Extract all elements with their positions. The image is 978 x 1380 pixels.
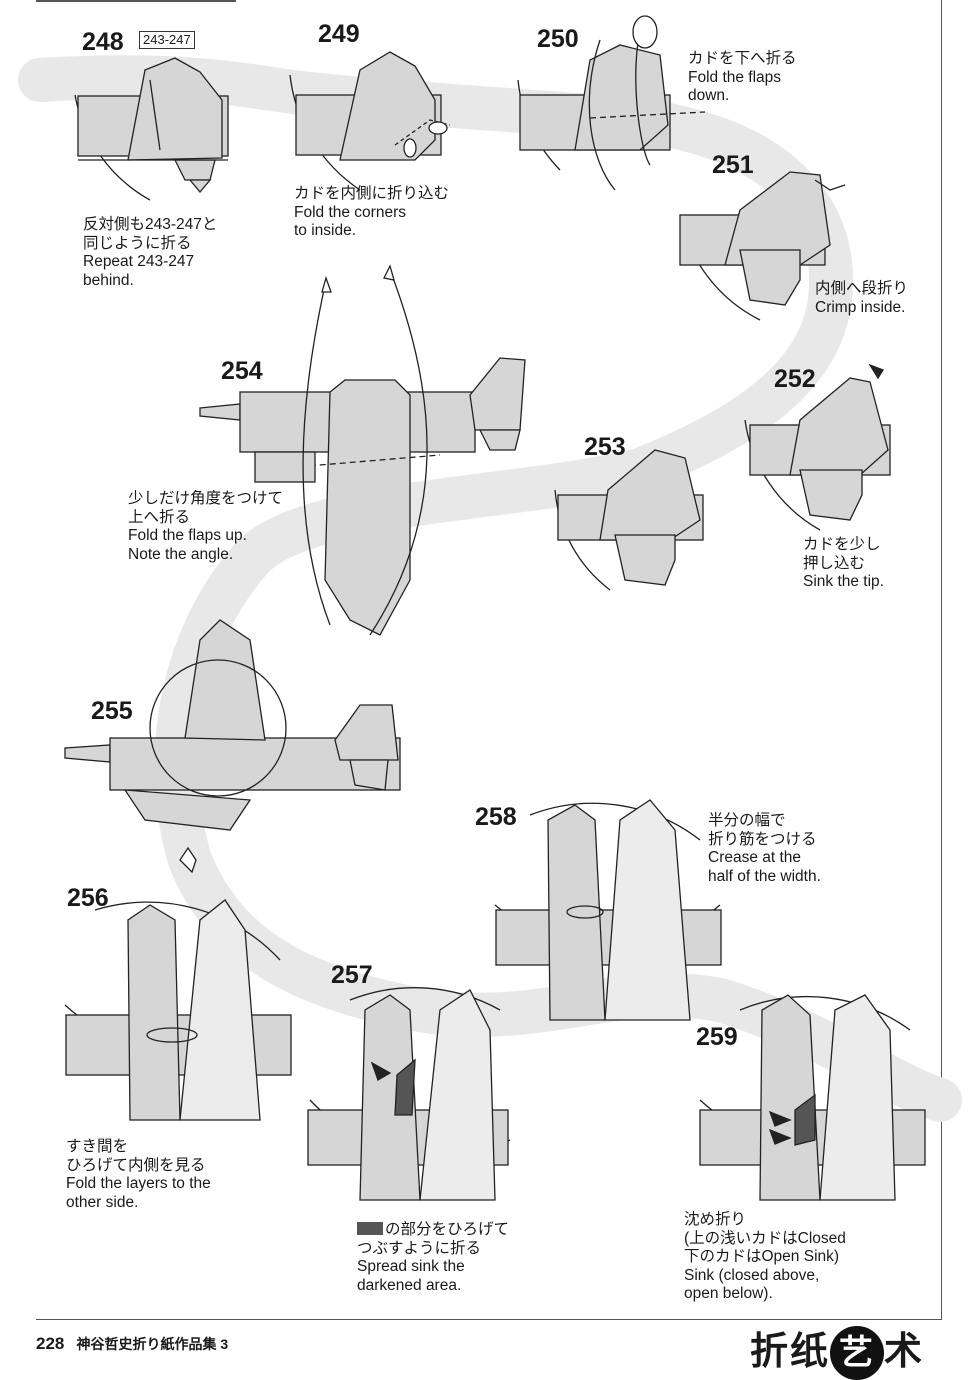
logo-text: 折纸	[750, 1329, 831, 1373]
caption-line: 上へ折る	[128, 508, 191, 526]
step-number-259: 259	[696, 1023, 738, 1051]
caption-line: Crimp inside.	[815, 298, 906, 316]
logo-text: 术	[884, 1329, 925, 1373]
book-title: 神谷哲史折り紙作品集 3	[76, 1336, 229, 1352]
caption-line: darkened area.	[357, 1276, 462, 1294]
step-252-diagram	[744, 363, 891, 531]
caption-258: 半分の幅で 折り筋をつける Crease at the half of the …	[708, 812, 821, 886]
caption-line-with-swatch: の部分をひろげて	[357, 1221, 509, 1240]
caption-line: つぶすように折る	[357, 1239, 482, 1257]
caption-line: ひろげて内側を見る	[66, 1156, 206, 1174]
caption-line: open below).	[684, 1285, 773, 1302]
caption-line: down.	[688, 87, 730, 104]
caption-line: 下のカドはOpen Sink)	[684, 1248, 840, 1265]
caption-line: 同じように折る	[83, 234, 192, 252]
caption-line: カドを少し	[803, 536, 881, 553]
step-258-diagram	[494, 799, 722, 1021]
caption-line: 反対側も243-247と	[83, 216, 218, 233]
caption-line: Fold the layers to the	[66, 1175, 211, 1192]
step-254-diagram	[199, 264, 526, 636]
step-reference-box: 243-247	[139, 31, 195, 50]
caption-line: カドを内側に折り込む	[294, 185, 450, 202]
step-number-250: 250	[537, 25, 579, 53]
caption-line: カドを下へ折る	[688, 50, 797, 67]
caption-line: 折り筋をつける	[708, 830, 817, 848]
caption-254: 少しだけ角度をつけて 上へ折る Fold the flaps up. Note …	[128, 490, 283, 564]
step-number-258: 258	[475, 803, 517, 831]
caption-line: Sink the tip.	[803, 573, 884, 590]
page-footer: 228 神谷哲史折り紙作品集 3	[36, 1334, 228, 1354]
step-number-249: 249	[318, 20, 360, 48]
caption-line: other side.	[66, 1193, 139, 1211]
caption-line: の部分をひろげて	[385, 1221, 510, 1238]
caption-line: Crease at the	[708, 849, 802, 866]
caption-251: 内側へ段折り Crimp inside.	[815, 280, 908, 317]
page-frame-top	[36, 0, 236, 2]
caption-line: behind.	[83, 271, 134, 289]
step-number-256: 256	[67, 884, 109, 912]
step-number-248: 248	[82, 28, 124, 56]
step-number-253: 253	[584, 433, 626, 461]
step-number-255: 255	[91, 697, 133, 725]
step-257-diagram	[307, 987, 511, 1201]
caption-line: Sink (closed above,	[684, 1266, 820, 1284]
step-number-252: 252	[774, 365, 816, 393]
step-number-254: 254	[221, 357, 263, 385]
step-248-diagram	[74, 57, 229, 201]
caption-line: すき間を	[66, 1138, 129, 1155]
logo-badge: 艺	[830, 1326, 885, 1380]
caption-256: すき間を ひろげて内側を見る Fold the layers to the ot…	[66, 1138, 211, 1212]
caption-line: Note the angle.	[128, 545, 234, 563]
caption-line: half of the width.	[708, 867, 821, 885]
caption-line: Fold the flaps	[688, 68, 782, 86]
caption-line: Repeat 243-247	[83, 253, 195, 270]
step-250-diagram	[517, 15, 706, 191]
page-frame	[36, 0, 942, 1320]
caption-line: 少しだけ角度をつけて	[128, 490, 284, 507]
caption-line: Spread sink the	[357, 1258, 465, 1275]
step-number-257: 257	[331, 961, 373, 989]
step-259-diagram	[699, 994, 926, 1201]
caption-line: to inside.	[294, 222, 357, 239]
caption-line: 内側へ段折り	[815, 280, 909, 297]
caption-249: カドを内側に折り込む Fold the corners to inside.	[294, 185, 449, 241]
caption-line: Fold the corners	[294, 203, 406, 221]
step-251-diagram	[679, 171, 846, 321]
caption-line: Fold the flaps up.	[128, 527, 247, 544]
step-255-diagram	[64, 619, 401, 874]
caption-line: 押し込む	[803, 554, 866, 572]
caption-line: 半分の幅で	[708, 812, 786, 829]
dark-area-swatch	[357, 1222, 383, 1235]
caption-line: (上の浅いカドはClosed	[684, 1229, 846, 1247]
caption-248: 反対側も243-247と 同じように折る Repeat 243-247 behi…	[83, 216, 217, 290]
step-256-diagram	[64, 899, 292, 1121]
caption-257: の部分をひろげて つぶすように折る Spread sink the darken…	[357, 1221, 509, 1295]
page-number: 228	[36, 1334, 65, 1353]
caption-line: 沈め折り	[684, 1211, 747, 1228]
step-253-diagram	[554, 449, 704, 591]
caption-259: 沈め折り (上の浅いカドはClosed 下のカドはOpen Sink) Sink…	[684, 1211, 846, 1304]
step-number-251: 251	[712, 151, 754, 179]
caption-250: カドを下へ折る Fold the flaps down.	[688, 50, 797, 106]
caption-252: カドを少し 押し込む Sink the tip.	[803, 536, 884, 592]
step-249-diagram	[289, 51, 451, 191]
flow-path	[18, 55, 962, 1122]
watermark-logo: 折纸艺术	[750, 1320, 924, 1380]
